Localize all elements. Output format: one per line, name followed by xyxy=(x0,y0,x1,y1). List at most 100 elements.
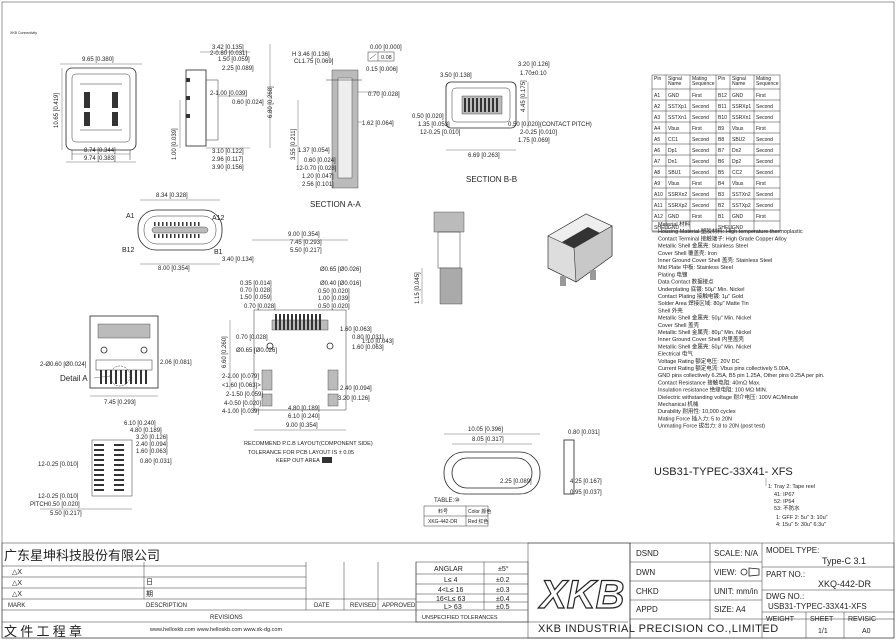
aa-d: 1.37 [0.054] xyxy=(298,148,330,154)
pin-table-cell: SSTXn1 xyxy=(668,115,687,121)
pin-table-cell: SSRXp2 xyxy=(668,203,687,209)
detail-g: 12-0.25 [0.010] xyxy=(38,462,79,468)
pin-table-cell: First xyxy=(756,181,766,187)
model-type-label: MODEL TYPE: xyxy=(766,546,819,555)
mini-table-title: TABLE:⑩ xyxy=(434,497,460,504)
spec-line: Plating 电镀 xyxy=(658,270,688,278)
spec-line: GND pins collectively 6.25A, B5 pin 1.25… xyxy=(658,373,825,379)
pin-table-cell: Second xyxy=(756,137,773,143)
model-type-value: Type-C 3.1 xyxy=(822,556,866,566)
aa-f: 12-0.70 [0.028] xyxy=(296,166,337,172)
aa-g: 1.20 [0.047] xyxy=(302,174,334,180)
detail-a-callout: Detail A xyxy=(60,374,88,383)
tol-footer: UNSPECIFIED TOLERANCES xyxy=(422,615,498,621)
spec-line: Housing Material 塑胶材料: High temperature … xyxy=(658,227,803,235)
pin-table-cell: First xyxy=(692,93,702,99)
pin-table-cell: Dn1 xyxy=(668,159,677,165)
pin-table-cell: GND xyxy=(668,214,680,220)
part-code-string: USB31-TYPEC-33X41- XFS xyxy=(654,466,793,478)
spec-line: Mating Force 插入力: 5 to 20N xyxy=(658,414,732,422)
rev-mark-3: △X xyxy=(12,591,22,598)
part-code-o2: 41: IP67 xyxy=(774,492,795,498)
tol-row-3-range: 16<L≤ 63 xyxy=(436,596,465,603)
dsnd-label: DSND xyxy=(636,549,659,558)
part-code-o6: 4: 15u" 5: 30u" 6:3u" xyxy=(776,522,826,528)
pin-table-cell: B9 xyxy=(718,126,724,132)
pcb-recommend: RECOMMEND P.C.B LAYOUT(COMPONENT SIDE) xyxy=(244,441,373,447)
pin-table-cell: A12 xyxy=(654,214,663,220)
front-bottom-a: 8.74 [0.344] xyxy=(84,148,116,154)
pin-table-cell: A1 xyxy=(654,93,660,99)
dwg-no-value: USB31-TYPEC-33X41-XFS xyxy=(768,602,867,611)
rev-header-approved: APPROVED xyxy=(382,603,416,609)
pcb-u: <1.60 [0.063]> xyxy=(222,383,261,389)
pcb-ab: 6.10 [0.240] xyxy=(288,414,320,420)
pin-table-cell: First xyxy=(756,126,766,132)
pin-table-cell: CC1 xyxy=(668,137,678,143)
unit-label: UNIT: mm/in xyxy=(714,587,758,596)
pin-table-cell: Second xyxy=(756,159,773,165)
side-top-a: 3.42 [0.135] xyxy=(212,45,244,51)
pin-table-header: Signal xyxy=(732,76,746,82)
bottom-c: 7.45 [0.293] xyxy=(104,400,136,406)
pin-table-cell: First xyxy=(692,181,702,187)
spec-line: Shell 外壳 xyxy=(658,306,683,314)
pcb-p: 0.80 [0.031] xyxy=(352,335,384,341)
pcb-v: 2-1.50 [0.059] xyxy=(226,392,263,398)
spec-line: Metallic Shell 金属壳: Stainless Steel xyxy=(658,242,748,250)
pin-table-cell: SSRXn2 xyxy=(668,192,687,198)
pcb-aa: 4.80 [0.189] xyxy=(288,406,320,412)
pcb-e: 0.70 [0.028] xyxy=(240,288,272,294)
pin-table-cell: First xyxy=(692,214,702,220)
aa-v: 3.55 [0.211] xyxy=(291,128,297,160)
aa-b: 0.70 [0.028] xyxy=(368,92,400,98)
bb-e: 0.50 [0.020] xyxy=(412,114,444,120)
pcb-o: 1.60 [0.063] xyxy=(340,327,372,333)
detail-h: 12-0.25 [0.010] xyxy=(38,494,79,500)
pcb-t: 2-2.00 [0.079] xyxy=(222,374,259,380)
pcb-ac: 9.00 [0.354] xyxy=(286,423,318,429)
rev-header-revised: REVISED xyxy=(350,603,377,609)
pin-table-cell: Vbus xyxy=(668,126,680,132)
pcb-layout: 9.00 [0.354] 7.45 [0.293] 5.50 [0.217] 0… xyxy=(222,232,394,464)
pin-table-cell: B11 xyxy=(718,104,727,110)
pin-table-cell: Second xyxy=(756,170,773,176)
bb-f: 1.35 [0.053] xyxy=(418,122,450,128)
bb-k: 6.69 [0.263] xyxy=(468,153,500,159)
tol-row-2-range: 4<L≤ 16 xyxy=(438,587,464,594)
pcb-g: 0.70 [0.028] xyxy=(244,304,276,310)
pin-table-cell: SSTXp1 xyxy=(668,104,687,110)
tol-header-label: ANGLAR xyxy=(434,566,463,573)
side-top-b: 2-0.80 [0.031] xyxy=(210,51,247,57)
mate-width: 8.34 [0.328] xyxy=(156,193,188,199)
side-top-c: 1.50 [0.059] xyxy=(218,57,250,63)
section-aa-label: SECTION A-A xyxy=(310,200,361,209)
color-table: TABLE:⑩ 料号 Color 颜色 XKG-442-DR Red 红色 xyxy=(423,497,491,527)
side-mid-a: 2-1.00 [0.039] xyxy=(210,91,247,97)
pin-table-header: Name xyxy=(732,81,746,87)
side-left-height: 1.00 [0.039] xyxy=(172,128,178,160)
pin-table-cell: B3 xyxy=(718,192,724,198)
mate-bottom-width: 8.00 [0.354] xyxy=(158,266,190,272)
tol-header-value: ±5° xyxy=(498,565,509,573)
pin-table-cell: A8 xyxy=(654,170,660,176)
pcb-k: 1.00 [0.039] xyxy=(318,296,350,302)
section-bb-label: SECTION B-B xyxy=(466,175,517,184)
front-bottom-b: 9.74 [0.383] xyxy=(84,156,116,162)
pcb-b: 7.45 [0.293] xyxy=(290,240,322,246)
company-english-name: XKB INDUSTRIAL PRECISION CO.,LIMITED xyxy=(538,623,779,635)
tiny-header: XKB Connectivity xyxy=(10,31,37,35)
bottom-a: 2-Ø0.60 [Ø0.024] xyxy=(40,362,87,368)
pcb-q: 1.10 [0.043] xyxy=(362,339,394,345)
flatness-icon xyxy=(369,53,377,60)
side-bot-c: 3.90 [0.156] xyxy=(212,165,244,171)
part-code-o5: 1: GFF 2: 5u" 3: 10u" xyxy=(776,515,828,521)
detail-view: 6.10 [0.240] 4.80 [0.189] 3.20 [0.126] 2… xyxy=(30,421,172,517)
pin-table-header: Sequence xyxy=(756,81,779,87)
pin-table-cell: B5 xyxy=(718,170,724,176)
mate-height: 3.40 [0.134] xyxy=(222,257,254,263)
bottom-b: 2.06 [0.081] xyxy=(160,360,192,366)
xkb-logo: XKB xyxy=(538,573,624,617)
aa-h: H 3.46 [0.136] xyxy=(292,52,330,58)
part-code-o3: 52: IP54 xyxy=(774,499,795,505)
